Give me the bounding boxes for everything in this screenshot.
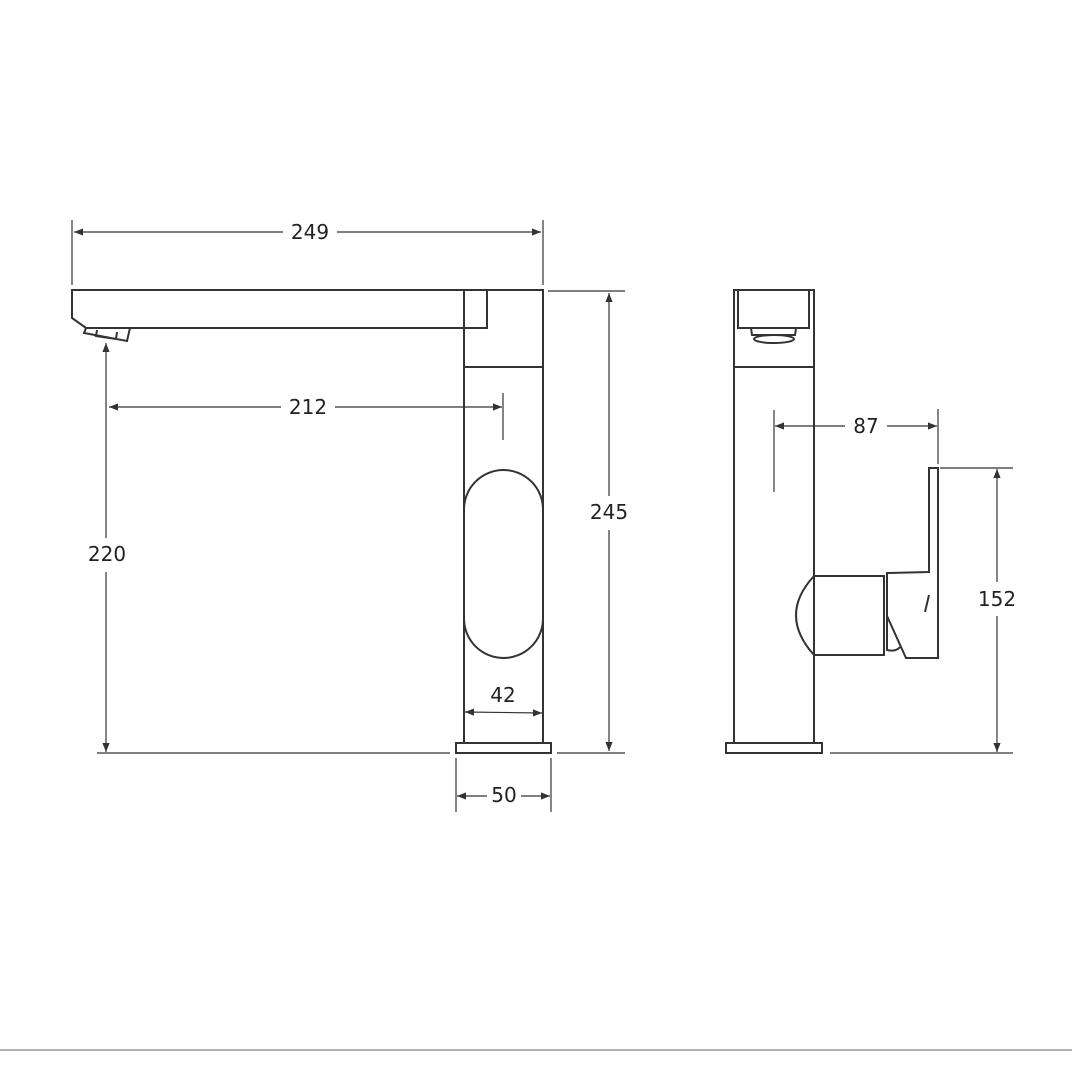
dim-overall-height: 245 [590, 500, 628, 524]
base-plate [455, 742, 552, 754]
side-spout [737, 289, 810, 329]
front-view [71, 289, 552, 754]
dim-body-width: 42 [490, 683, 515, 707]
lever-handle [886, 467, 939, 659]
side-body [733, 289, 815, 744]
dim-overall-length: 249 [291, 220, 329, 244]
aerator [82, 327, 131, 343]
dim-handle-reach: 87 [853, 414, 878, 438]
dim-spout-reach: 212 [289, 395, 327, 419]
side-aerator [750, 327, 797, 344]
dimension-lines [71, 220, 1013, 812]
tap-body [463, 289, 544, 744]
handle-hub [795, 575, 885, 656]
body-recess [463, 469, 544, 659]
dim-spout-height: 220 [88, 542, 126, 566]
side-base-plate [725, 742, 823, 754]
spout [71, 289, 488, 329]
dim-handle-height: 152 [978, 587, 1016, 611]
side-view [725, 289, 939, 754]
dim-base-width: 50 [491, 783, 516, 807]
